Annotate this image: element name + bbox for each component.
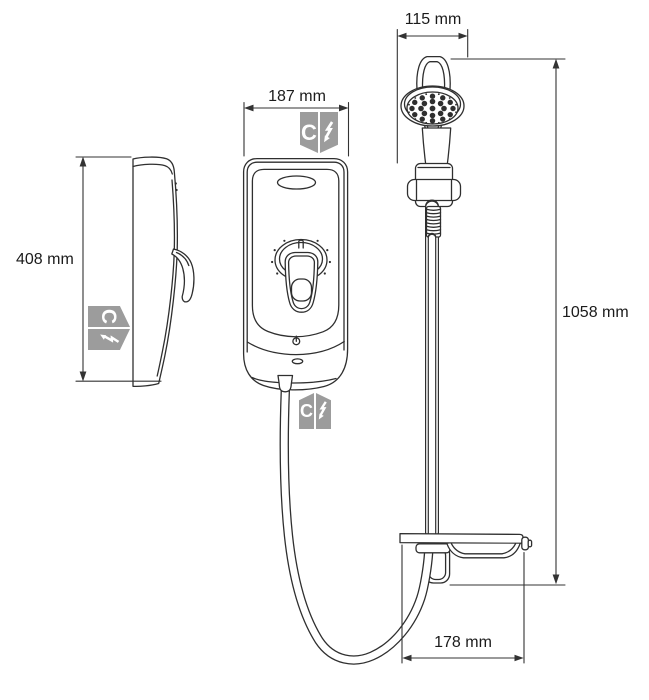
dimension-label-side-height: 408 mm <box>16 251 74 268</box>
shower-rail-assembly <box>399 55 524 584</box>
shower-head <box>400 85 465 127</box>
cable-entry-badge-top: C <box>300 112 338 153</box>
spray-nozzles <box>408 93 457 124</box>
badge-bolt-half <box>320 112 338 153</box>
hose-retainer-clamp <box>415 543 451 554</box>
badge-bolt-half <box>316 393 331 429</box>
dimension-1058 <box>449 58 566 586</box>
front-view <box>242 157 349 391</box>
lightning-bolt-icon <box>323 121 333 143</box>
lightning-bolt-icon <box>318 401 327 420</box>
dimension-187 <box>243 101 350 157</box>
hose-outlet <box>277 374 294 393</box>
dimension-label-handset-width: 115 mm <box>404 11 462 28</box>
side-view <box>132 156 195 388</box>
overlay-parts <box>277 374 533 559</box>
lightning-bolt-icon <box>100 334 120 343</box>
dimension-label-unit-width: 187 mm <box>268 88 326 105</box>
badge-letter-half: C <box>299 393 314 429</box>
dimension-408 <box>75 156 162 382</box>
logo-oval <box>276 175 317 190</box>
dimension-178 <box>401 544 525 664</box>
hose-collar <box>425 205 442 238</box>
handset-hook <box>416 55 451 91</box>
dimension-label-shelf-width: 178 mm <box>434 634 492 651</box>
faceplate <box>251 168 340 338</box>
cable-entry-badge-bottom: C <box>299 393 331 429</box>
badge-letter-half: C <box>300 112 318 153</box>
shelf-plate <box>399 532 524 544</box>
badge-bolt-half <box>88 329 130 350</box>
power-indicator <box>292 335 301 346</box>
dimension-115 <box>396 28 469 164</box>
temperature-knob <box>271 238 331 313</box>
dimension-lines <box>75 28 566 664</box>
cable-entry-badge-rear: C <box>88 306 130 350</box>
badge-letter-half: C <box>88 306 130 327</box>
side-control-lever <box>171 248 195 303</box>
dimension-label-rail-height: 1058 mm <box>562 304 629 321</box>
shower-hose <box>279 386 434 665</box>
